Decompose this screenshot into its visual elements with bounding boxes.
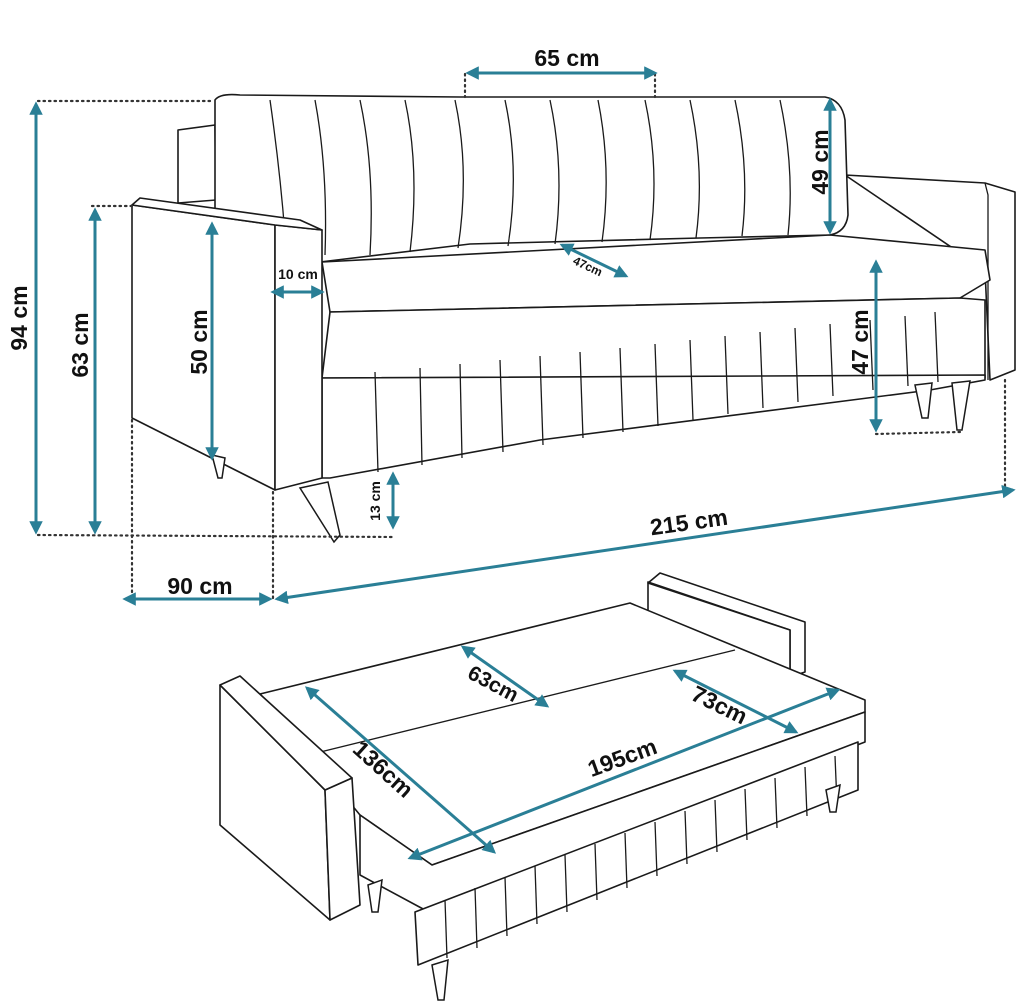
sofa-bed <box>219 572 866 1001</box>
label-leg-height: 13 cm <box>367 481 383 521</box>
label-total-height: 94 cm <box>6 285 32 350</box>
label-seat-height: 47 cm <box>847 309 873 374</box>
leg <box>825 783 841 813</box>
leg <box>431 958 449 1001</box>
seat-front <box>321 297 986 379</box>
left-armrest-front <box>274 224 323 491</box>
label-cushion-height: 49 cm <box>807 129 833 194</box>
leg <box>210 453 226 479</box>
dimension-arrows-bottom <box>304 645 841 861</box>
label-depth: 90 cm <box>167 573 232 599</box>
sofa-base <box>321 374 986 479</box>
sofa-upright <box>131 93 1016 544</box>
leg <box>298 481 341 544</box>
dimension-arrows-top <box>29 66 1016 606</box>
left-back-post <box>177 124 217 204</box>
label-armrest-height: 63 cm <box>67 312 93 377</box>
left-armrest-top <box>131 197 323 231</box>
leg <box>951 380 971 431</box>
base-ribs <box>374 311 939 473</box>
label-arm-width: 10 cm <box>278 266 318 282</box>
label-cushion-width: 65 cm <box>534 45 599 71</box>
leg <box>367 878 383 913</box>
label-arm-inner-height: 50 cm <box>186 309 212 374</box>
back-cushion-ribs <box>269 99 791 256</box>
dimension-labels-top: 94 cm 63 cm 50 cm 10 cm 65 cm 49 cm 47cm… <box>6 45 873 599</box>
leg <box>914 382 933 419</box>
